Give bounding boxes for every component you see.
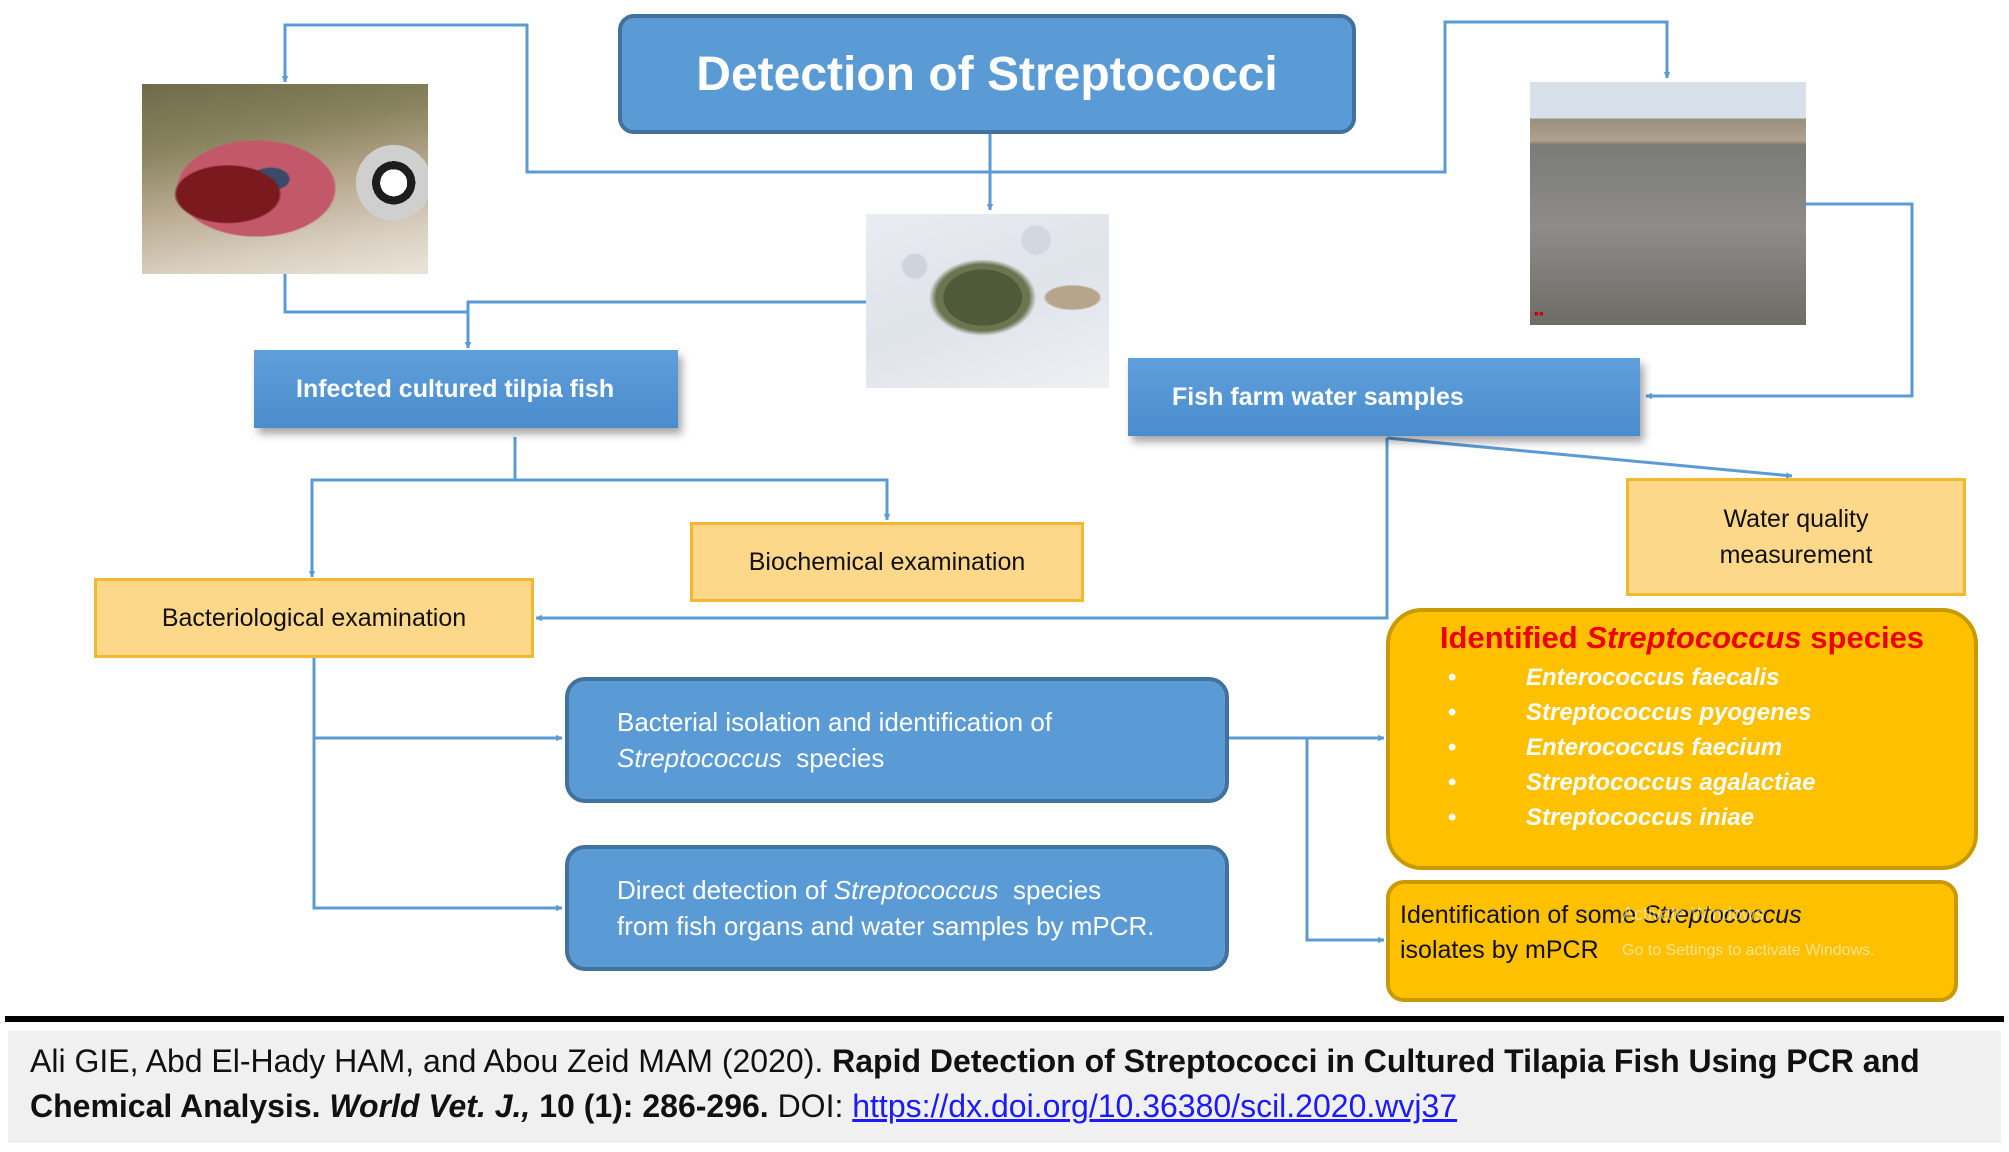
species-item-label: Streptococcus pyogenes	[1526, 699, 1812, 726]
direct-rest: species	[1013, 875, 1102, 905]
infected-fish-photo	[142, 84, 428, 274]
watermark-line-2: Go to Settings to activate Windows.	[1622, 942, 1875, 959]
direct-genus: Streptococcus	[833, 875, 999, 905]
infected-fish-box: Infected cultured tilpia fish	[254, 350, 678, 428]
isolation-rest: species	[796, 743, 885, 773]
identified-species-box: Identified Streptococcus species • Entero…	[1386, 608, 1978, 870]
arrow-isolation-to-mpcr	[1305, 738, 1385, 944]
species-item-label: Enterococcus faecium	[1526, 734, 1783, 761]
species-list: • Enterococcus faecalis • Streptococcus py…	[1390, 660, 1974, 835]
species-title-genus: Streptococcus	[1586, 620, 1802, 655]
citation-volume: 10 (1): 286-296.	[539, 1088, 769, 1124]
citation-authors: Ali GIE, Abd El-Hady HAM, and Abou Zeid …	[30, 1043, 824, 1079]
photo-logo-icon: ▪▪	[1534, 305, 1544, 321]
water-quality-box: Water quality measurement	[1626, 478, 1966, 596]
arrow-water-to-quality	[1386, 436, 1793, 479]
doi-link[interactable]: https://dx.doi.org/10.36380/scil.2020.wv…	[852, 1088, 1458, 1124]
citation-line-2: Chemical Analysis. World Vet. J., 10 (1)…	[30, 1084, 2001, 1129]
citation-title: Rapid Detection of Streptococci in Cultu…	[832, 1043, 1920, 1079]
diagram-title: Detection of Streptococci	[618, 14, 1356, 134]
bullet-icon: •	[1448, 734, 1457, 761]
bullet-icon: •	[1448, 769, 1457, 796]
bacteriological-box: Bacteriological examination	[94, 578, 534, 658]
mpcr-line-2: isolates by mPCR	[1400, 936, 1599, 964]
species-item: • Enterococcus faecalis	[1390, 660, 1974, 695]
arrow-infected-to-biochemical	[515, 478, 891, 521]
bullet-icon: •	[1448, 664, 1457, 691]
direct-line-1: Direct detection of Streptococcus specie…	[617, 872, 1177, 908]
tilapia-fish-photo	[866, 214, 1109, 388]
isolation-line-2: Streptococcus species	[617, 740, 1177, 776]
direct-detection-box: Direct detection of Streptococcus specie…	[565, 845, 1229, 971]
species-item-label: Enterococcus faecalis	[1526, 664, 1780, 691]
arrow-bacteriological-to-direct	[312, 656, 563, 912]
arrow-water-to-bacteriological	[535, 438, 1389, 622]
isolation-line-1: Bacterial isolation and identification o…	[617, 707, 1053, 737]
citation-journal: World Vet. J.,	[329, 1088, 531, 1124]
arrow-pond-to-water-box	[1645, 202, 1914, 400]
citation-title-2: Chemical Analysis.	[30, 1088, 321, 1124]
species-title-suffix: species	[1810, 620, 1925, 655]
biochemical-box: Biochemical examination	[690, 522, 1084, 602]
citation: Ali GIE, Abd El-Hady HAM, and Abou Zeid …	[8, 1031, 2001, 1143]
species-title: Identified Streptococcus species	[1390, 620, 1974, 656]
connector-arrows	[281, 20, 1914, 944]
mpcr-genus: Streptococcus	[1643, 901, 1802, 929]
isolation-box: Bacterial isolation and identification o…	[565, 677, 1229, 803]
divider	[5, 1016, 2004, 1022]
species-item: • Streptococcus pyogenes	[1390, 695, 1974, 730]
citation-doi-label: DOI:	[777, 1088, 844, 1124]
mpcr-prefix: Identification of some	[1400, 901, 1637, 929]
arrow-title-to-infected-photo	[281, 23, 990, 174]
species-item-label: Streptococcus agalactiae	[1526, 769, 1816, 796]
bullet-icon: •	[1448, 699, 1457, 726]
arrow-title-to-pond-photo	[990, 20, 1671, 174]
water-samples-box: Fish farm water samples	[1128, 358, 1640, 436]
fish-farm-pond-photo: ▪▪	[1530, 82, 1806, 325]
arrow-infected-photo-to-box	[283, 273, 472, 349]
direct-prefix: Direct detection of	[617, 875, 827, 905]
isolation-genus: Streptococcus	[617, 743, 782, 773]
arrow-infected-to-bacteriological	[308, 437, 517, 578]
watermark-line-1: Activate Windows	[1622, 904, 1765, 924]
mpcr-line-1: Identification of some Streptococcus	[1400, 898, 1954, 933]
direct-line-2: from fish organs and water samples by mP…	[617, 911, 1155, 941]
citation-line-1: Ali GIE, Abd El-Hady HAM, and Abou Zeid …	[30, 1039, 2001, 1084]
species-title-prefix: Identified	[1439, 620, 1578, 655]
mpcr-identification-box: Identification of some Streptococcus iso…	[1386, 880, 1958, 1002]
species-item-label: Streptococcus iniae	[1526, 804, 1755, 831]
species-item: • Streptococcus iniae	[1390, 800, 1974, 835]
species-item: • Streptococcus agalactiae	[1390, 765, 1974, 800]
arrow-fish-photo-to-box	[464, 300, 866, 349]
bullet-icon: •	[1448, 804, 1457, 831]
species-item: • Enterococcus faecium	[1390, 730, 1974, 765]
